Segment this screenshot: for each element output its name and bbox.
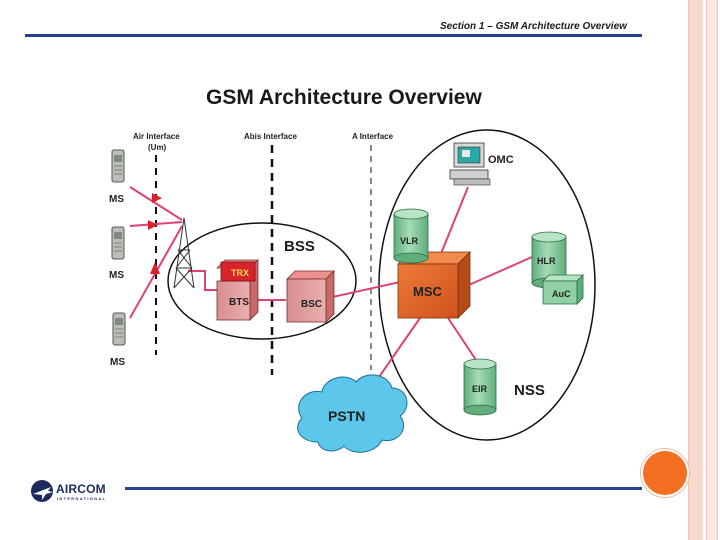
hlr-label: HLR [537,256,556,266]
decor-stripe [706,0,718,540]
section-title: Section 1 – GSM Architecture Overview [440,21,627,32]
msc-label: MSC [413,284,443,299]
footer-rule [125,487,642,490]
bsc-msc-link [327,281,401,299]
mobile-station-phone-icon [112,312,126,346]
orange-circle-decoration [641,449,689,497]
aircom-logo-icon [31,480,53,502]
logo-wordmark: AIRCOM [56,482,106,496]
right-decoration [688,0,720,540]
bss-boundary [167,222,357,340]
msc-omc-link [439,186,469,257]
auc-label: AuC [552,289,571,299]
vlr-label: VLR [400,236,419,246]
arrowhead [152,193,162,203]
aircom-logo: AIRCOM INTERNATIONAL [30,476,130,506]
decor-stripe [688,0,703,540]
ms-bts-link [129,186,183,221]
pstn-cloud-icon [297,374,408,453]
mobile-station-phone-icon [111,149,125,183]
ms-label: MS [109,270,124,281]
eir-database-icon [463,358,497,416]
msc-eir-link [447,317,477,361]
antenna-tower-icon [173,217,195,289]
trx-label: TRX [231,268,249,278]
nss-boundary [378,129,596,441]
omc-computer-icon [449,142,491,186]
bss-label: BSS [284,238,315,255]
abis-interface-label: Abis Interface [244,132,297,141]
auc-equipment [542,274,584,305]
msc-hlr-link [461,256,533,289]
vlr-database-icon [393,208,429,264]
antenna-bts-link [188,270,217,291]
msc-equipment [397,251,471,319]
ms-label: MS [109,194,124,205]
air-interface-um-label: (Um) [148,143,167,152]
bts-label: BTS [229,297,249,308]
mobile-station-phone-icon [111,226,125,260]
ms-label: MS [110,357,125,368]
bts-equipment [216,259,259,321]
air-interface-label: Air Interface [133,132,180,141]
pstn-label: PSTN [328,408,365,424]
arrowhead [148,220,158,230]
omc-label: OMC [488,154,514,166]
diagram-title: GSM Architecture Overview [206,86,482,109]
eir-label: EIR [472,384,488,394]
bsc-equipment [286,270,335,323]
logo-subtitle: INTERNATIONAL [57,496,107,501]
a-interface-label: A Interface [352,132,394,141]
bsc-label: BSC [301,299,322,310]
arrowhead [150,262,160,274]
nss-label: NSS [514,382,545,399]
header-rule [25,34,642,37]
